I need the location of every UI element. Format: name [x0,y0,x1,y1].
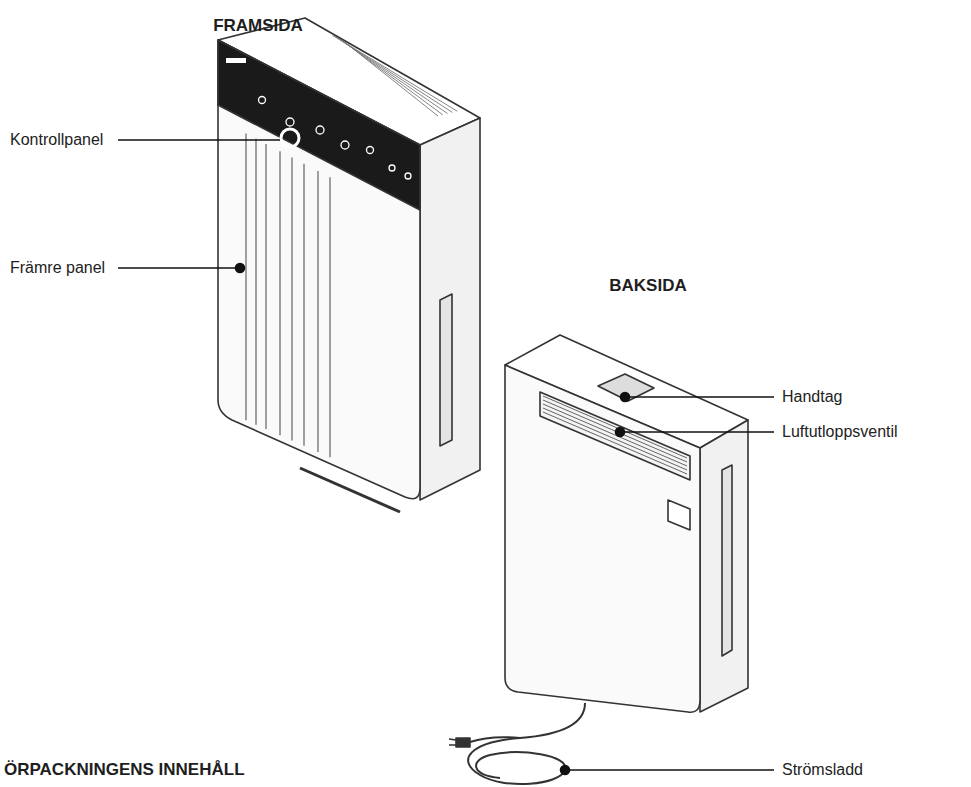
vent-slat [543,408,687,470]
back-face [505,365,700,712]
vent-slats [543,396,687,474]
front-unit [218,18,480,512]
side-face [420,118,480,500]
power-cord [470,737,520,742]
back-unit [449,335,748,784]
brand-mark [226,58,246,63]
button [316,126,324,134]
button [389,165,395,171]
grille-slat [291,157,292,440]
button [286,118,294,126]
plug-pins [449,739,456,745]
vent-slat [543,404,687,466]
view-heading: FRAMSIDA [213,16,303,36]
grille [246,134,330,458]
side-handle [722,465,732,656]
grille-slat [342,40,438,116]
power-cord [468,703,585,784]
side-face [700,420,748,712]
leader-line [625,396,774,398]
part-label: Handtag [782,387,843,406]
part-label: Strömsladd [782,760,863,779]
outlet-vent [540,392,690,480]
leader-dot [236,264,245,273]
front-panel [218,40,420,499]
section-heading: ÖRPACKNINGENS INNEHÅLL [4,760,245,780]
base-foot [300,468,400,512]
leader-dot [561,766,570,775]
vent-slat [543,396,687,458]
grille-slat [303,164,304,446]
leader-dot [616,428,625,437]
top-grille [332,35,457,116]
rating-plate [668,500,690,530]
leader-line [620,431,774,433]
leader-line [565,769,774,771]
grille-slat [245,134,246,421]
plug [456,738,470,747]
part-label: Luftutloppsventil [782,422,898,441]
grille-slat [317,171,318,452]
vent-slat [543,400,687,462]
grille-slat [279,151,280,435]
leader-lines [118,140,774,775]
leader-line [118,139,280,141]
leader-dot [621,393,630,402]
control-buttons [226,58,411,179]
leader-line [118,267,240,269]
grille-slat [265,144,266,429]
part-label: Kontrollpanel [10,130,103,149]
grille-slat [255,139,256,425]
side-handle [440,294,452,446]
button [259,97,266,104]
view-heading: BAKSIDA [609,276,686,296]
control-band [218,40,420,210]
vent-slat [543,412,687,474]
button [341,141,349,149]
grille-slat [329,177,330,457]
highlight-ring [281,129,299,147]
button [367,147,374,154]
button [405,173,411,179]
part-label: Främre panel [10,258,105,277]
